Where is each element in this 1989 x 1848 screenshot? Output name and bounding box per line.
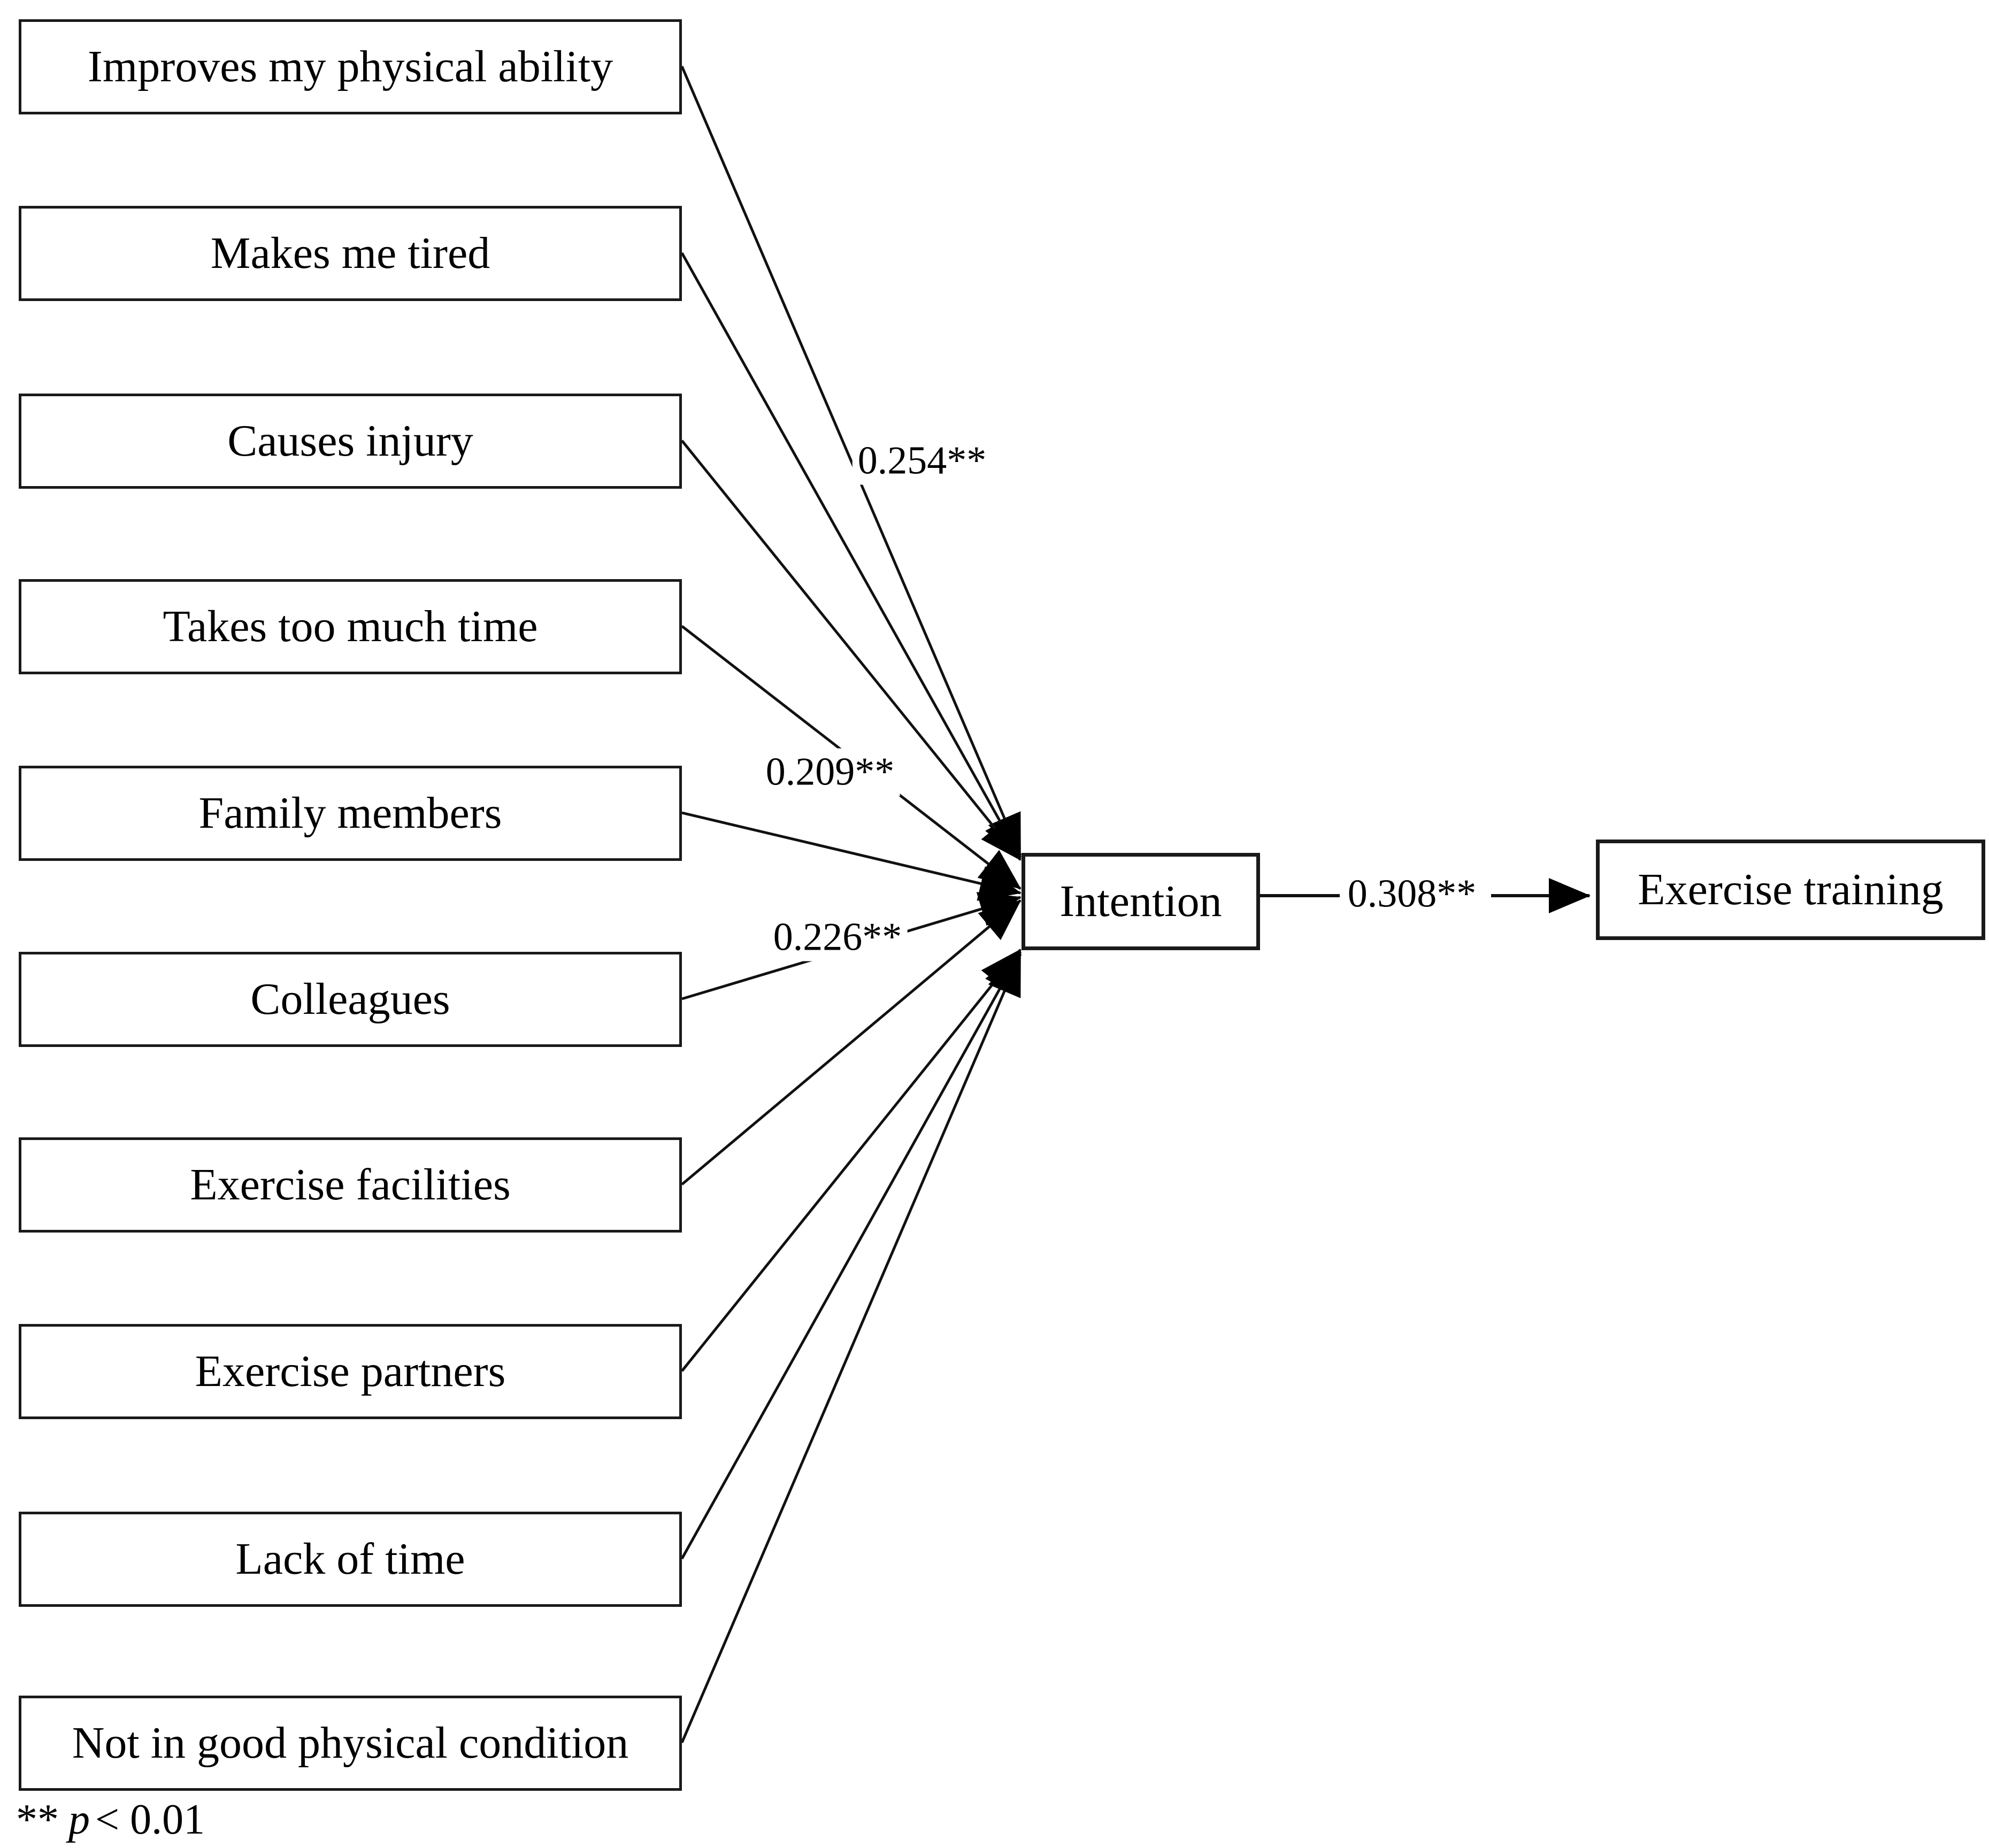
coefficient-improves-to-intention: 0.254** [852,437,992,485]
predictor-box-colleagues: Colleagues [19,952,682,1047]
outcome-box-exercise-training: Exercise training [1596,840,1985,940]
predictor-box-exercise-partners: Exercise partners [19,1324,682,1419]
arrow-not-in-good-condition-to-intention [680,953,1022,1743]
predictor-box-exercise-facilities: Exercise facilities [19,1137,682,1233]
predictor-box-lack-of-time: Lack of time [19,1512,682,1607]
predictor-label: Exercise facilities [190,1159,511,1210]
predictor-label: Colleagues [250,974,450,1024]
predictor-label: Takes too much time [163,601,538,651]
predictor-box-takes-too-much-time: Takes too much time [19,579,682,674]
coefficient-intention-to-exercise-training: 0.308** [1342,870,1482,918]
footnote-p-symbol: p [68,1796,90,1843]
arrow-lack-of-time-to-intention [680,951,1022,1560]
arrow-exercise-partners-to-intention [681,949,1022,1372]
arrow-family-members-to-intention [681,811,1022,901]
predictor-box-makes-me-tired: Makes me tired [19,206,682,301]
predictor-label: Exercise partners [195,1346,506,1396]
predictor-label: Lack of time [235,1534,465,1584]
predictor-label: Improves my physical ability [87,41,613,91]
predictor-box-improves-physical-ability: Improves my physical ability [19,19,682,114]
arrow-improves-physical-ability-to-intention [680,66,1022,857]
outcome-label: Exercise training [1638,864,1944,914]
mediator-label: Intention [1059,876,1222,926]
mediator-box-intention: Intention [1022,853,1260,950]
arrow-causes-injury-to-intention [681,440,1022,861]
predictor-label: Makes me tired [210,228,490,278]
coefficient-colleagues-to-intention: 0.226** [767,913,908,961]
predictor-label: Not in good physical condition [72,1718,629,1768]
significance-footnote: **p< 0.01 [16,1796,205,1844]
footnote-threshold: < 0.01 [95,1796,205,1843]
arrow-makes-me-tired-to-intention [680,252,1022,859]
footnote-stars: ** [16,1796,59,1843]
predictor-label: Causes injury [227,415,473,466]
arrow-exercise-facilities-to-intention [681,899,1022,1185]
predictor-box-family-members: Family members [19,766,682,861]
predictor-box-not-in-good-physical-condition: Not in good physical condition [19,1696,682,1791]
coefficient-takes-time-to-intention: 0.209** [760,748,900,796]
predictor-label: Family members [198,788,502,838]
predictor-box-causes-injury: Causes injury [19,394,682,489]
